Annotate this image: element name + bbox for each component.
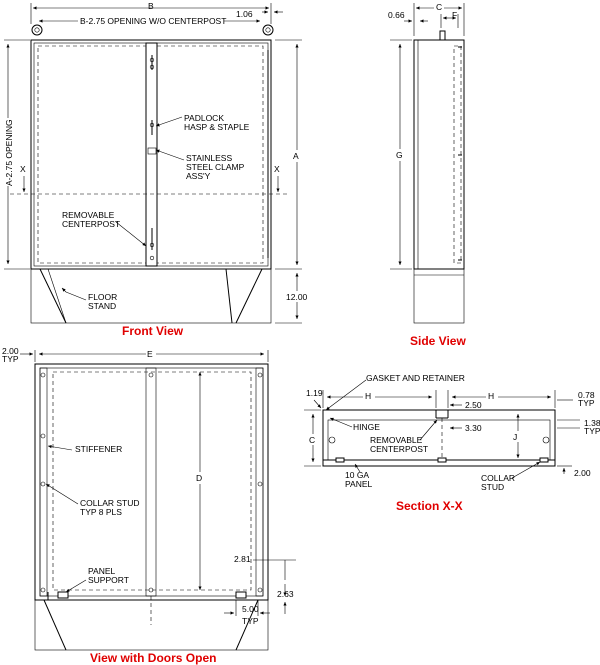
front-dim-106: 1.06 [236,9,253,19]
front-left-door [37,45,147,264]
side-view-title: Side View [410,334,466,348]
section-removable-1: REMOVABLE [370,435,423,445]
front-dim-1200: 12.00 [286,292,308,302]
side-enclosure-body [413,39,465,270]
side-dim-g: G [396,150,403,160]
section-dim-h1: H [365,391,371,401]
section-typ-138: TYP [584,426,600,436]
open-view-title: View with Doors Open [90,651,216,665]
open-panel [52,371,252,591]
section-dim-j: J [513,432,517,442]
open-dim-263: 2.63 [277,589,294,599]
front-right-door [156,45,264,264]
front-x-right: X [274,164,280,174]
front-padlock-1: PADLOCK [184,113,224,123]
open-dim-e: E [147,349,153,359]
front-opening-a: A-2.75 OPENING [4,119,14,186]
open-collar-2: TYP 8 PLS [80,507,122,517]
section-dim-h2: H [488,391,494,401]
section-removable-2: CENTERPOST [370,444,428,454]
open-floor-stand [34,599,269,651]
front-stainless-2: STEEL CLAMP [186,162,245,172]
section-enclosure-body [322,409,556,467]
open-dim-200: 2.00 [2,346,19,356]
front-centerpost [145,42,158,267]
open-stiffener: STIFFENER [75,444,122,454]
section-view-title: Section X-X [396,499,463,513]
open-typ-500: TYP [242,616,259,626]
front-floor-1: FLOOR [88,292,117,302]
front-opening-b: B-2.75 OPENING W/O CENTERPOST [80,16,226,26]
front-removable-1: REMOVABLE [62,210,115,220]
open-typ-200: TYP [2,354,19,364]
open-collar-1: COLLAR STUD [80,498,140,508]
open-dim-281: 2.81 [234,554,251,564]
front-dim-a: A [293,151,299,161]
front-x-left: X [20,164,26,174]
front-dim-b: B [148,1,154,11]
front-removable-2: CENTERPOST [62,219,120,229]
front-stainless-1: STAINLESS [186,153,232,163]
section-dim-138: 1.38 [584,418,600,428]
front-padlock-2: HASP & STAPLE [184,122,250,132]
side-dim-c: C [436,2,442,12]
lifting-eye-left [31,24,43,36]
side-view: C 0.66 F G Side View [388,2,466,348]
section-collar-2: STUD [481,482,504,492]
open-enclosure-body [34,363,269,601]
front-floor-2: STAND [88,301,116,311]
open-dim-500: 5.00 [242,604,259,614]
section-ga-1: 10 GA [345,470,369,480]
section-dim-c: C [309,435,315,445]
side-dim-066: 0.66 [388,10,405,20]
open-panel-1: PANEL [88,566,116,576]
section-typ-078: TYP [578,398,595,408]
open-view: E 2.00 TYP D 2.81 2.63 5.00 TYP STIFFENE… [2,346,296,665]
section-hinge: HINGE [353,422,380,432]
section-dim-119: 1.19 [306,388,323,398]
front-enclosure-body [30,39,272,270]
open-panel-2: SUPPORT [88,575,129,585]
section-dim-078: 0.78 [578,390,595,400]
open-dim-d: D [196,473,202,483]
section-collar-1: COLLAR [481,473,515,483]
front-view: B B-2.75 OPENING W/O CENTERPOST 1.06 A-2… [3,1,310,338]
side-floor-stand [413,268,465,324]
section-ga-2: PANEL [345,479,373,489]
front-floor-stand [30,268,272,324]
section-dim-330: 3.30 [465,423,482,433]
front-view-title: Front View [122,324,184,338]
section-dim-250: 2.50 [465,400,482,410]
front-stainless-3: ASS'Y [186,171,211,181]
side-dim-f: F [452,10,457,20]
section-view: GASKET AND RETAINER 1.19 H H 0.78 TYP 2.… [304,373,600,513]
lifting-eye-right [262,24,274,36]
section-dim-200: 2.00 [574,468,591,478]
section-gasket: GASKET AND RETAINER [366,373,465,383]
